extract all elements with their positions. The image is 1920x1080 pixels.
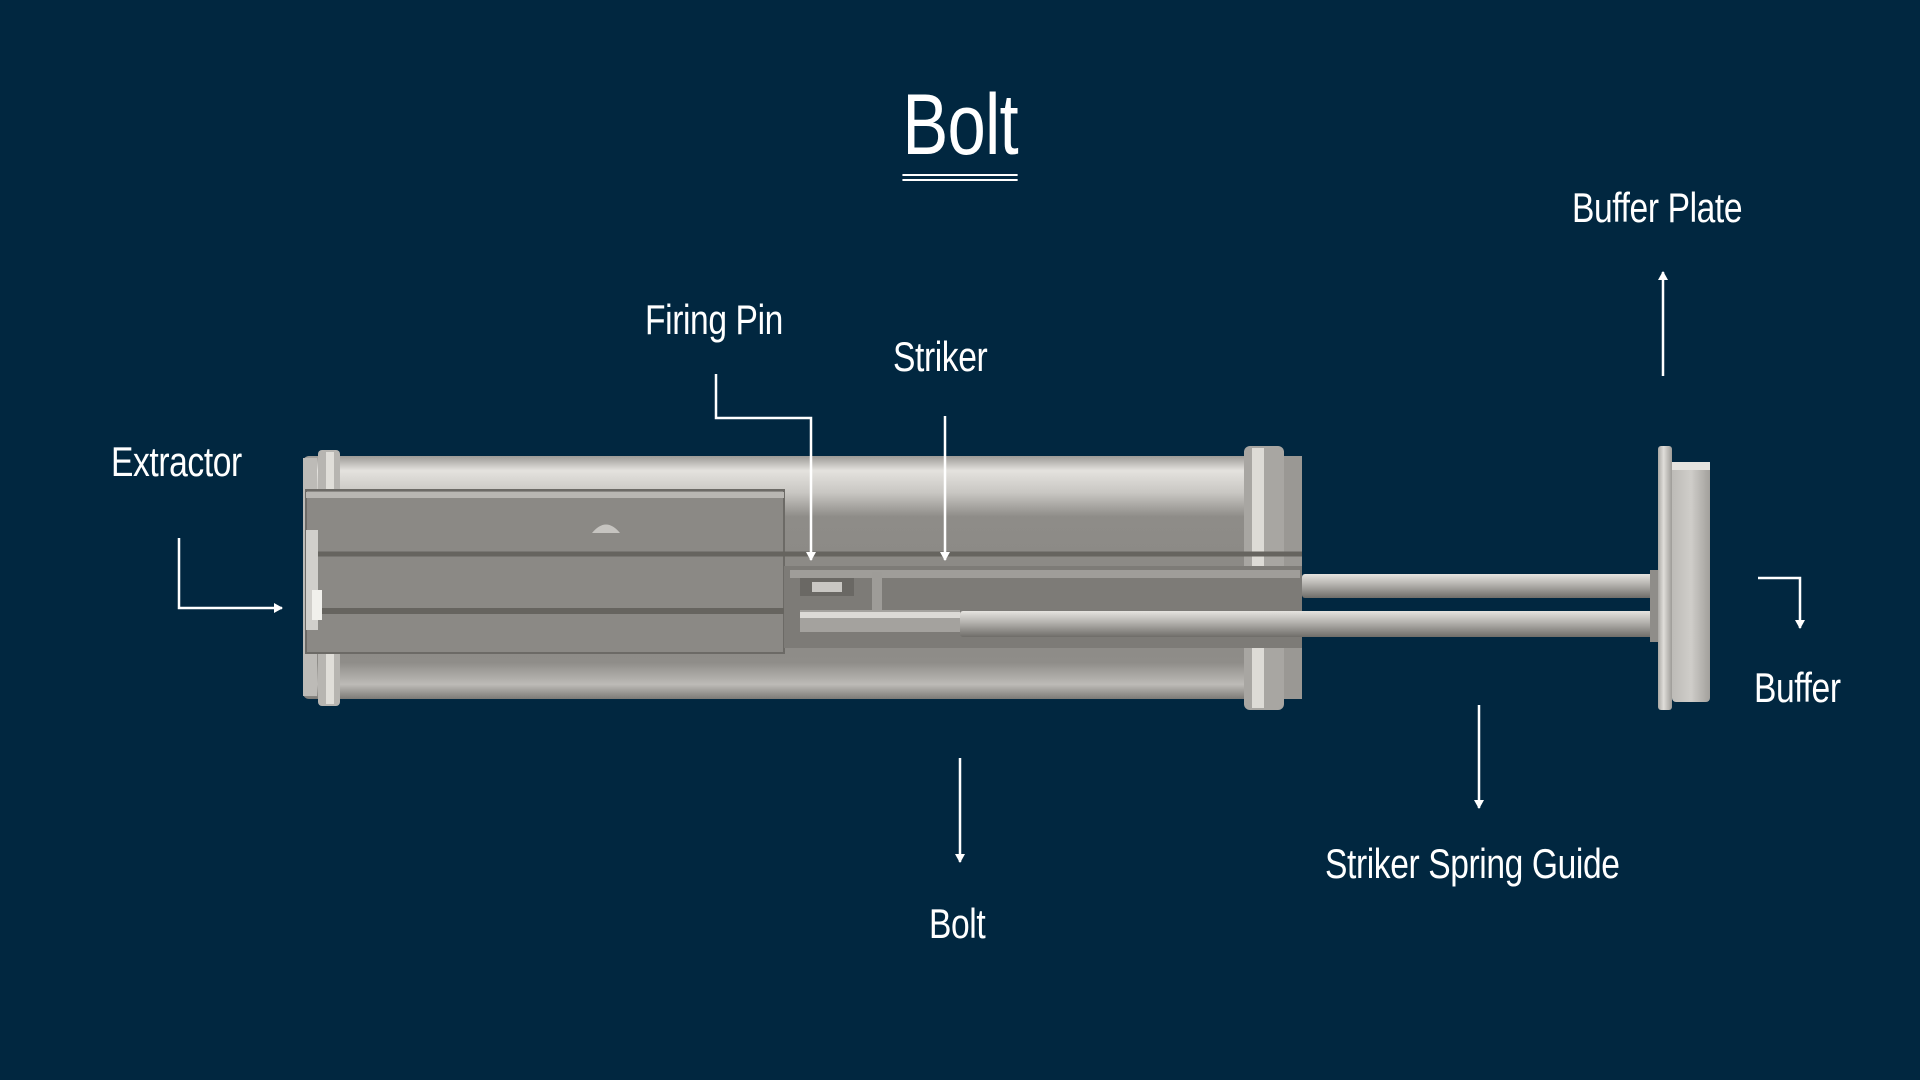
label-striker: Striker xyxy=(893,333,988,380)
diagram-title-wrap: Bolt xyxy=(0,82,1920,181)
buffer-assembly xyxy=(1650,446,1710,710)
bolt-body xyxy=(303,446,1302,710)
label-striker-spring-guide: Striker Spring Guide xyxy=(1325,840,1620,887)
label-buffer-plate: Buffer Plate xyxy=(1572,184,1743,231)
diagram-title: Bolt xyxy=(902,82,1018,181)
leader-lines xyxy=(177,271,1805,863)
label-buffer: Buffer xyxy=(1754,664,1841,711)
striker-rods xyxy=(960,574,1654,637)
firing-pin-leader xyxy=(714,374,816,561)
label-firing-pin: Firing Pin xyxy=(645,296,783,343)
extractor-leader xyxy=(177,538,283,613)
buffer-leader xyxy=(1758,576,1805,629)
label-extractor: Extractor xyxy=(111,438,242,485)
label-bolt: Bolt xyxy=(929,900,986,947)
